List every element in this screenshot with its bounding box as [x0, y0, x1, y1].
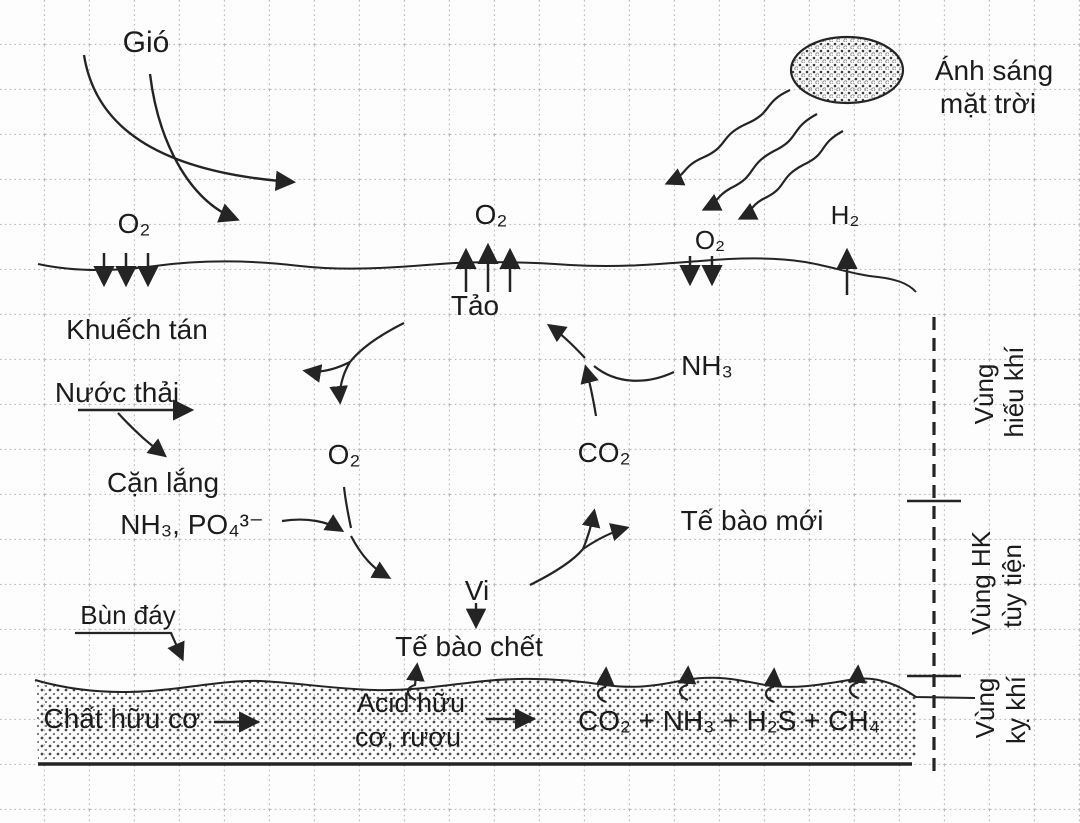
o2-left-label: O₂	[118, 208, 151, 239]
wind-arrow-1	[82, 54, 297, 191]
bottom-mud-label: Bùn đáy	[80, 600, 175, 630]
zone-aerobic-label-line2: hiếu khí	[999, 346, 1029, 438]
algae-o2-left-arrow	[302, 361, 351, 383]
gas-bubble-arrow-1	[595, 666, 615, 704]
co2-to-algae-arrow	[546, 323, 586, 359]
algae-cycle-stem	[349, 322, 405, 363]
gas-bubble-arrow-2	[677, 665, 697, 702]
nutrients-label: NH₃, PO₄³⁻	[120, 509, 263, 540]
to-bacteria-arrow	[350, 535, 392, 579]
bottom-mud-pointer	[75, 631, 185, 662]
o2-right-label: O₂	[695, 225, 725, 255]
dead-cells-label: Tế bào chết	[395, 631, 543, 662]
sunlight-label-line2: mặt trời	[940, 88, 1036, 119]
settling-label: Cặn lắng	[107, 467, 219, 498]
o2-to-bacteria-stem	[342, 486, 353, 529]
nh3-merge-curve	[593, 365, 675, 382]
zone-aerobic-label-line1: Vùng	[969, 364, 999, 425]
acids-label-line2: cơ, rượu	[355, 722, 461, 752]
organic-matter-label: Chất hữu cơ	[44, 703, 201, 734]
zone-facultative-label-line2: tùy tiện	[997, 544, 1027, 628]
sludge-surface-line	[34, 676, 976, 699]
bacteria-output-stem	[529, 548, 584, 586]
water-surface-line	[37, 257, 917, 293]
wind-arrow-2	[148, 73, 240, 223]
algae-o2-down-arrow	[329, 361, 351, 405]
o2-center-label: O₂	[475, 199, 508, 230]
sunlight-label-line1: Ánh sáng	[935, 55, 1053, 86]
bacteria-label: Vi	[465, 575, 489, 606]
settling-arrow	[117, 412, 167, 458]
sun-ray-arrow-2	[701, 113, 818, 211]
h2-label: H₂	[831, 200, 860, 230]
zone-anaerobic-label-line2: kỵ khí	[1001, 675, 1031, 744]
sludge-layer-fill	[35, 677, 916, 760]
nutrients-arrow	[281, 514, 345, 532]
zone-anaerobic-label-line1: Vùng	[970, 678, 1000, 739]
sun-ray-arrow-3	[737, 130, 844, 220]
sun-icon	[789, 35, 905, 105]
o2-cycle-label: O₂	[328, 439, 361, 470]
gas-bubble-arrow-4	[847, 664, 867, 700]
wind-label: Gió	[123, 26, 170, 59]
co2-cycle-label: CO₂	[578, 437, 631, 468]
wastewater-label: Nước thải	[55, 377, 179, 408]
nh3-label: NH₃	[681, 350, 733, 381]
gas-bubble-arrow-3	[763, 667, 783, 704]
gases-label: CO₂ + NH₃ + H₂S + CH₄	[578, 705, 880, 736]
acids-label-line1: Acid hữu	[357, 688, 465, 718]
zone-facultative-label-line1: Vùng HK	[966, 530, 996, 635]
new-cells-label: Tế bào mới	[681, 505, 824, 536]
new-cells-arrow	[582, 523, 630, 550]
sun-ray-arrow-1	[664, 89, 791, 186]
gas-bubble-arrow-dead-cells	[406, 662, 425, 702]
bacteria-co2-arrow	[581, 508, 601, 550]
diffusion-label: Khuếch tán	[66, 314, 208, 345]
co2-up-arrow	[580, 364, 599, 417]
algae-label: Tảo	[451, 290, 499, 321]
